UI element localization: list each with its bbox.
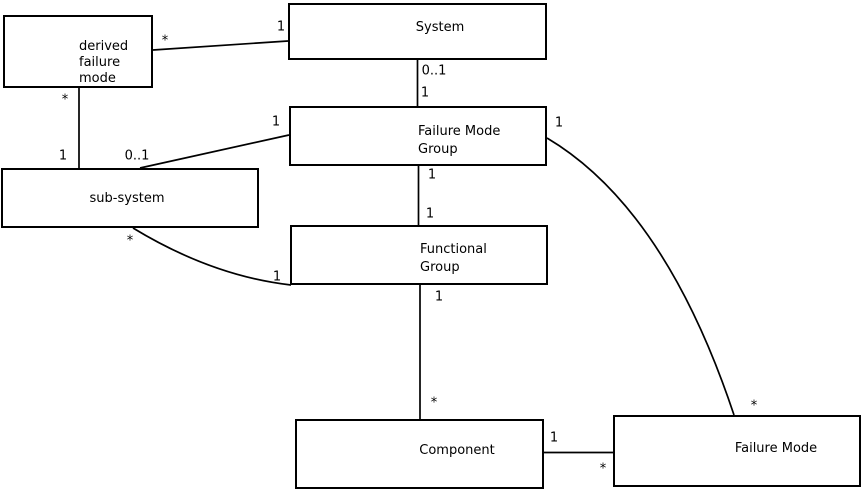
multiplicity-label: * (750, 398, 758, 414)
multiplicity-label: 1 (554, 115, 564, 131)
node-failure-mode (613, 415, 861, 487)
multiplicity-label: 1 (420, 85, 430, 101)
multiplicity-label: * (430, 395, 438, 411)
node-system (288, 3, 547, 60)
node-label-functional-group: Functional Group (420, 242, 487, 275)
multiplicity-label: 1 (276, 19, 286, 35)
node-functional-group (290, 225, 548, 285)
multiplicity-label: 1 (271, 114, 281, 130)
multiplicity-label: 1 (549, 430, 559, 446)
multiplicity-label: * (126, 233, 134, 249)
multiplicity-label: 1 (58, 148, 68, 164)
node-component (295, 419, 544, 489)
multiplicity-label: 0..1 (421, 63, 447, 79)
edge-failure-mode-group-failure-mode (546, 137, 735, 416)
multiplicity-label: 1 (427, 167, 437, 183)
multiplicity-label: * (161, 33, 169, 49)
edge-sub-system-functional-group (132, 227, 292, 286)
node-label-failure-mode: Failure Mode (734, 441, 818, 456)
node-label-system: System (415, 20, 465, 35)
multiplicity-label: * (61, 92, 69, 108)
multiplicity-label: 1 (272, 269, 282, 285)
multiplicity-label: 0..1 (124, 148, 150, 164)
node-label-failure-mode-group: Failure Mode Group (418, 124, 501, 157)
node-derived-failure-mode (3, 15, 153, 88)
node-failure-mode-group (289, 106, 547, 166)
multiplicity-label: 1 (434, 289, 444, 305)
node-label-derived-failure-mode: derived failure mode (79, 39, 129, 86)
multiplicity-label: * (599, 461, 607, 477)
edge-failure-mode-group-sub-system (139, 134, 290, 169)
node-sub-system (1, 168, 259, 228)
edge-derived-failure-mode-system (152, 40, 289, 51)
node-label-sub-system: sub-system (89, 191, 165, 206)
multiplicity-label: 1 (425, 206, 435, 222)
node-label-component: Component (419, 443, 495, 458)
